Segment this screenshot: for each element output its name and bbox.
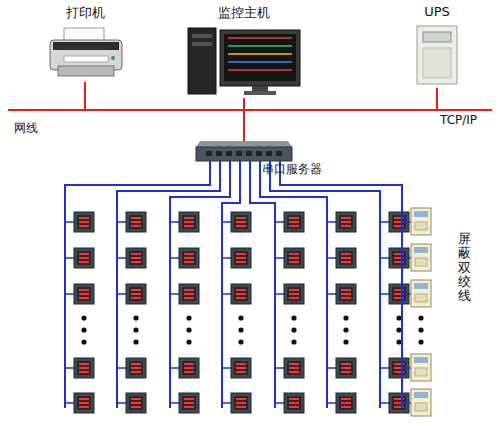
serial-server: 串口服务器: [196, 141, 292, 161]
power-meter: [179, 393, 199, 413]
protection-device: [411, 354, 431, 381]
power-meter: [126, 393, 146, 413]
network-cable: [244, 88, 437, 141]
serial-server-icon: [196, 141, 292, 161]
printer-icon: [50, 28, 122, 76]
power-meter: [336, 284, 356, 304]
power-meter: [126, 284, 146, 304]
device-node: 打印机: [45, 4, 125, 82]
ellipsis-dot: [396, 327, 401, 332]
ellipsis-dot: [81, 339, 86, 344]
ellipsis-dot: [186, 315, 191, 320]
power-meter: [231, 248, 251, 268]
power-meter: [336, 248, 356, 268]
ellipsis-dot: [186, 327, 191, 332]
ellipsis-dot: [418, 327, 423, 332]
power-meter: [74, 212, 94, 232]
rs485-column: [222, 161, 251, 413]
power-meter: [231, 284, 251, 304]
network-cable: [85, 82, 244, 141]
ellipsis-dot: [133, 339, 138, 344]
rs485-column: [65, 161, 210, 413]
power-meter: [336, 212, 356, 232]
ellipsis-dot: [396, 315, 401, 320]
power-meter: [284, 393, 304, 413]
device-node: 监控主机: [184, 4, 304, 98]
ellipsis-dot: [418, 315, 423, 320]
ups-icon: [417, 26, 457, 84]
power-meter: [231, 358, 251, 378]
protection-device: [411, 280, 431, 307]
power-meter: [126, 248, 146, 268]
power-meter: [284, 248, 304, 268]
cable-type-label: 屏蔽双绞线: [458, 232, 471, 303]
power-meter: [336, 358, 356, 378]
rs485-column: [280, 161, 431, 416]
power-meter: [231, 393, 251, 413]
power-meter: [74, 393, 94, 413]
rs485-column: [260, 161, 356, 413]
power-meter: [284, 358, 304, 378]
rs485-column: [117, 161, 220, 413]
ellipsis-dot: [396, 339, 401, 344]
power-meter: [74, 358, 94, 378]
device-title: 监控主机: [184, 4, 304, 22]
ellipsis-dot: [238, 339, 243, 344]
protection-device: [411, 389, 431, 416]
rs485-column: [270, 161, 409, 413]
power-meter: [126, 358, 146, 378]
power-meter: [126, 212, 146, 232]
power-meter: [179, 358, 199, 378]
computer-icon: [188, 28, 300, 95]
ellipsis-dot: [291, 315, 296, 320]
ellipsis-dot: [343, 327, 348, 332]
power-meter: [231, 212, 251, 232]
ellipsis-dot: [238, 327, 243, 332]
ellipsis-dot: [81, 315, 86, 320]
power-meter: [284, 284, 304, 304]
power-meter: [179, 248, 199, 268]
ellipsis-dot: [133, 315, 138, 320]
power-meter: [74, 248, 94, 268]
protection-device: [411, 208, 431, 235]
power-meter: [336, 393, 356, 413]
device-title: 打印机: [45, 4, 125, 22]
ellipsis-dot: [238, 315, 243, 320]
power-meter: [284, 212, 304, 232]
ellipsis-dot: [291, 327, 296, 332]
power-meter: [179, 212, 199, 232]
ellipsis-dot: [418, 339, 423, 344]
device-node: UPS: [405, 4, 469, 88]
rs485-column: [250, 161, 304, 413]
ellipsis-dot: [343, 339, 348, 344]
ellipsis-dot: [291, 339, 296, 344]
device-caption: 串口服务器: [262, 161, 322, 178]
ellipsis-dot: [81, 327, 86, 332]
power-meter: [179, 284, 199, 304]
device-title: UPS: [405, 4, 469, 19]
ellipsis-dot: [343, 315, 348, 320]
ellipsis-dot: [133, 327, 138, 332]
protocol-label: TCP/IP: [440, 113, 477, 127]
ellipsis-dot: [186, 339, 191, 344]
cable-label: 网线: [14, 120, 38, 137]
protection-device: [411, 244, 431, 271]
power-meter: [74, 284, 94, 304]
